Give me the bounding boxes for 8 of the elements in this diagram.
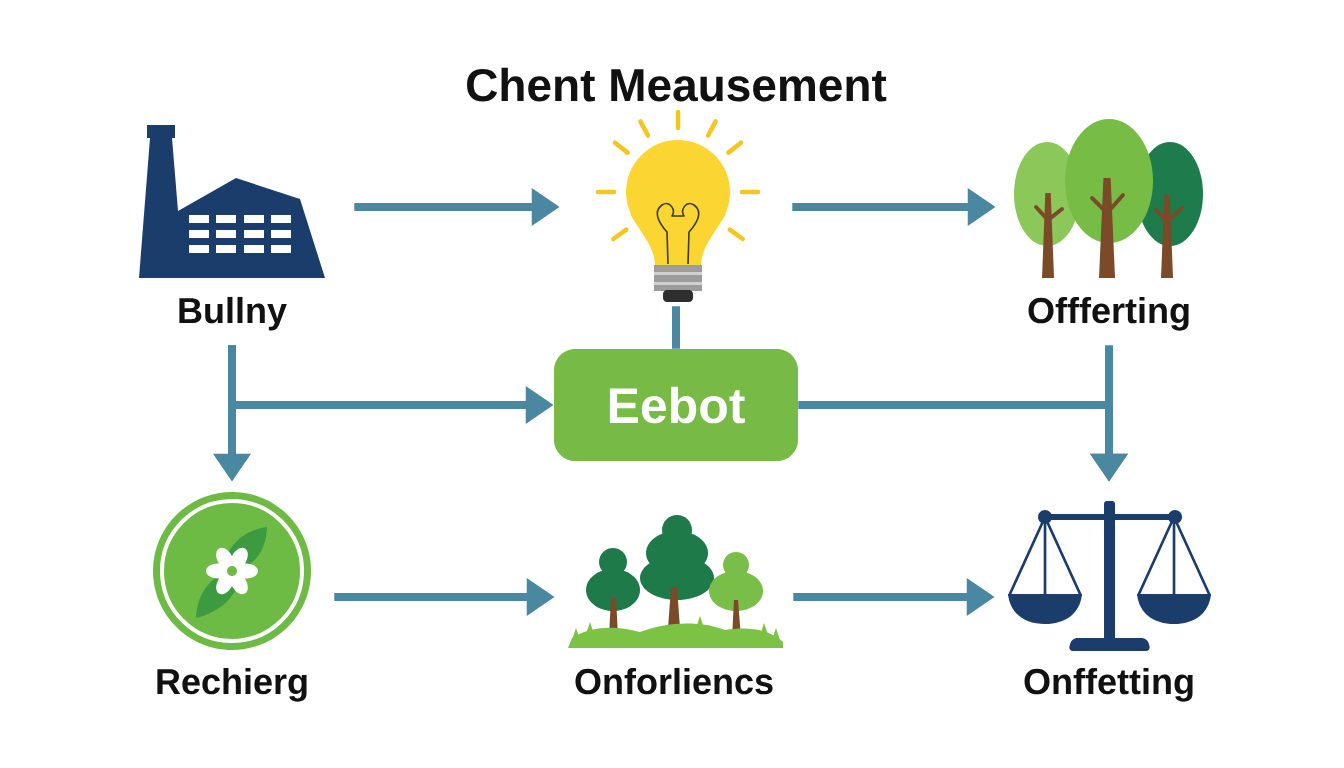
- rounded-box: Eebot: [554, 349, 798, 461]
- icon-caption: Onffetting: [1024, 667, 1193, 702]
- icon-caption: Onforliencs: [575, 667, 773, 695]
- icon-caption: Offferting: [1028, 296, 1189, 331]
- lightbulb-icon: [595, 109, 761, 302]
- icon-caption: Rechierg: [157, 667, 307, 702]
- title: Chent Meausement: [467, 67, 887, 102]
- icon-caption: Bullny: [179, 296, 287, 331]
